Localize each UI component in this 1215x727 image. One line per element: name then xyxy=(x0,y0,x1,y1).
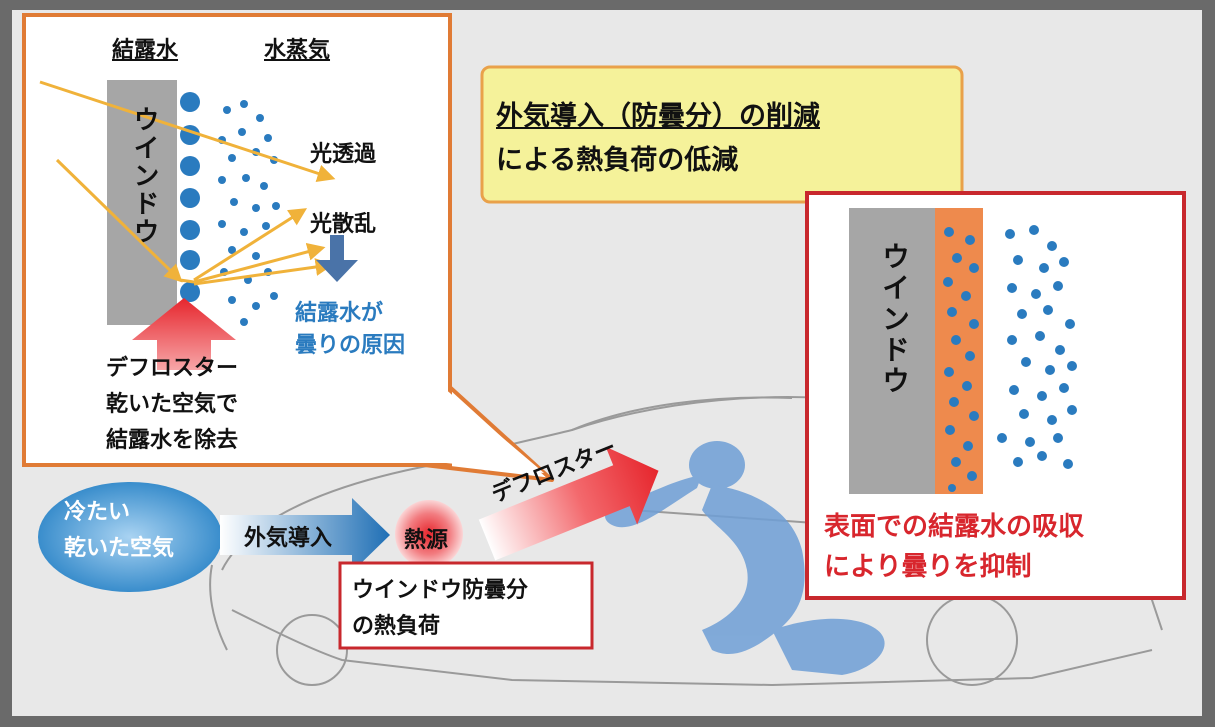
label-light-scattering: 光散乱 xyxy=(310,212,377,237)
defroster-note-line3: 結露水を除去 xyxy=(106,428,239,453)
absorb-layer xyxy=(935,208,983,494)
intake-arrow xyxy=(220,498,390,572)
driver-silhouette xyxy=(605,441,885,675)
intake-label: 外気導入 xyxy=(244,526,333,551)
heat-source-glow xyxy=(395,500,463,568)
inset-right-window xyxy=(849,208,935,494)
defroster-up-arrow xyxy=(132,298,236,370)
absorb-droplets xyxy=(943,227,979,492)
right-vapor-dots xyxy=(997,225,1077,469)
heat-load-line1: ウインドウ防曇分 xyxy=(352,578,529,603)
label-vapor: 水蒸気 xyxy=(264,38,331,63)
inset-right-note-line1: 表面での結露水の吸収 xyxy=(824,512,1085,542)
cause-note-line1: 結露水が xyxy=(295,301,384,326)
defroster-arrow xyxy=(478,446,659,561)
cause-down-arrow xyxy=(316,235,358,282)
callout-top-line2: による熱負荷の低減 xyxy=(496,145,739,176)
callout-top-line1: 外気導入（防曇分）の削減 xyxy=(496,101,820,132)
light-arrows xyxy=(39,80,336,286)
inset-left-window xyxy=(107,80,177,325)
inset-right-note-line2: により曇りを抑制 xyxy=(824,552,1032,582)
callout-top-box xyxy=(480,65,964,204)
inset-right-window-label: ウインドウ xyxy=(878,242,911,397)
heat-load-line2: の熱負荷 xyxy=(352,614,441,639)
cold-air-cloud xyxy=(38,482,222,592)
label-light-transmission: 光透過 xyxy=(310,142,377,167)
label-condensation: 結露水 xyxy=(112,38,179,63)
inset-left-window-label: ウインドウ xyxy=(129,106,159,246)
cold-air-line2: 乾いた空気 xyxy=(64,536,175,561)
heat-source-label: 熱源 xyxy=(404,528,449,553)
defroster-note-line2: 乾いた空気で xyxy=(106,392,239,417)
cause-note-line2: 曇りの原因 xyxy=(295,333,406,358)
defroster-note-line1: デフロスター xyxy=(106,356,239,381)
heat-load-box xyxy=(338,561,594,650)
inset-left-frame xyxy=(22,13,452,467)
diagram-canvas: 結露水 水蒸気 ウインドウ 光透過 光散乱 結露水が 曇りの原因 デフロスター … xyxy=(12,10,1202,716)
cold-air-line1: 冷たい xyxy=(64,500,131,525)
